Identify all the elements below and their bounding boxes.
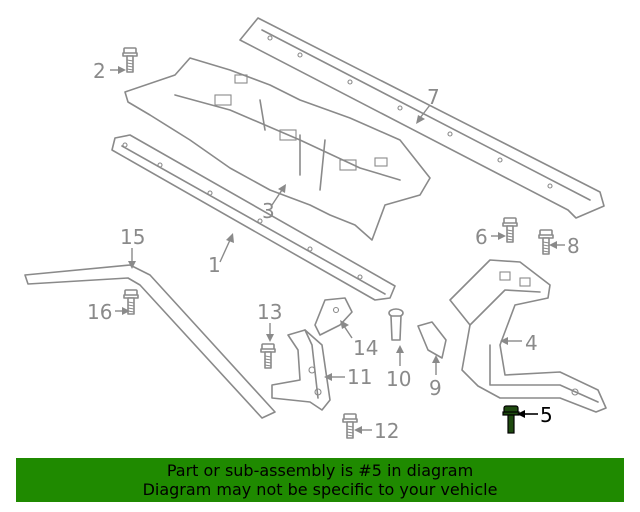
part-5-highlighted-bolt[interactable]	[502, 405, 520, 434]
callout-13: 13	[257, 300, 282, 324]
callout-8: 8	[567, 234, 580, 258]
part-12-bolt	[342, 413, 358, 439]
callout-6: 6	[475, 225, 488, 249]
leader-lines	[110, 66, 565, 434]
callout-1: 1	[208, 253, 221, 277]
callout-14: 14	[353, 336, 378, 360]
part-11-bracket	[271, 329, 331, 411]
part-14-small-bracket	[314, 297, 353, 336]
part-13-bolt	[260, 343, 276, 369]
callout-labels: 2 1 3 4 5 6 7 8 9 10 11 12 13 14 15 16	[87, 59, 580, 443]
parts-diagram: 2 1 3 4 5 6 7 8 9 10 11 12 13 14 15 16	[24, 17, 607, 443]
callout-16: 16	[87, 300, 112, 324]
callout-10: 10	[386, 367, 411, 391]
callout-3: 3	[262, 199, 275, 223]
callout-11: 11	[347, 365, 372, 389]
banner-line-part-number: Part or sub-assembly is #5 in diagram	[166, 461, 474, 480]
callout-15: 15	[120, 225, 145, 249]
part-8-bolt	[538, 229, 554, 255]
banner-line-disclaimer: Diagram may not be specific to your vehi…	[142, 480, 498, 499]
part-3-cross-panel	[124, 57, 431, 241]
callout-4: 4	[525, 331, 538, 355]
callout-7: 7	[427, 85, 440, 109]
callout-12: 12	[374, 419, 399, 443]
part-1-lower-rail	[111, 134, 396, 301]
callout-9: 9	[429, 376, 442, 400]
part-15-support-rod	[24, 264, 276, 419]
info-banner: Part or sub-assembly is #5 in diagram Di…	[16, 458, 624, 502]
part-6-bolt	[502, 217, 518, 243]
part-4-side-member	[449, 259, 607, 413]
part-2-bolt	[122, 47, 138, 73]
part-10-clip	[388, 308, 404, 341]
callout-5: 5	[540, 403, 553, 427]
callout-2: 2	[93, 59, 106, 83]
part-9-seal	[417, 321, 447, 359]
